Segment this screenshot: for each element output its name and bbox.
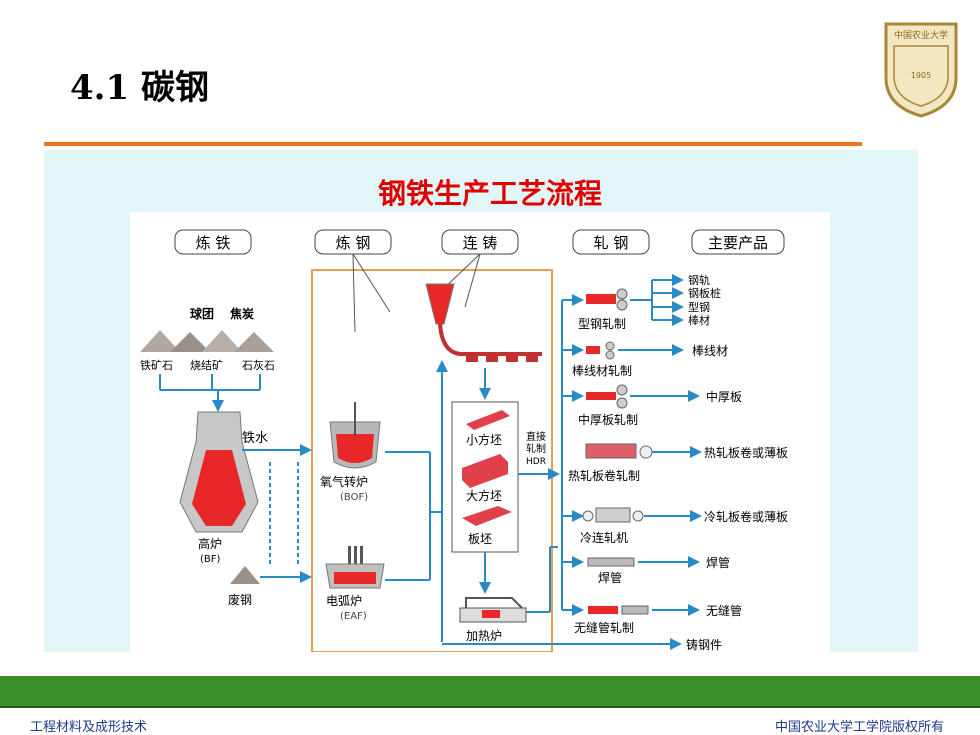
mill-welded-pipe: 焊管 — [598, 570, 622, 585]
reheat-furnace: 加热炉 — [459, 546, 558, 643]
eaf-abbr: (EAF) — [340, 611, 367, 622]
slab-label: 板坯 — [468, 532, 492, 546]
material-pellet: 球团 — [190, 306, 214, 321]
product-cold-coil: 冷轧板卷或薄板 — [704, 509, 788, 524]
products: 钢轨 钢板桩 型钢 棒材 棒线材 中厚板 热轧板卷或薄板 冷轧板卷或薄板 焊管 … — [618, 273, 788, 652]
billet-label: 小方坯 — [466, 432, 502, 447]
logo-text: 中国农业大学 — [894, 29, 948, 41]
blast-furnace: 铁水 高炉 (BF) 废钢 — [179, 411, 312, 607]
diagram-title: 钢铁生产工艺流程 — [377, 177, 602, 210]
oxygen-converter: 氧气转炉 (BOF) — [320, 402, 381, 503]
product-plate: 中厚板 — [706, 389, 742, 404]
stage-steelmaking: 炼 钢 — [336, 234, 371, 252]
stage-products: 主要产品 — [708, 234, 768, 252]
product-sheet-pile: 钢板桩 — [688, 286, 721, 300]
hdr-label: HDR — [526, 457, 546, 467]
rolling-mills: 型钢轧制 棒线材轧制 中厚板轧制 热轧板卷轧制 冷连轧机 焊管 无缝管轧制 — [562, 288, 653, 635]
product-hot-coil: 热轧板卷或薄板 — [704, 445, 788, 460]
footer-bar — [0, 676, 980, 706]
product-bar-wire: 棒线材 — [692, 344, 728, 358]
stage-ironmaking: 炼 铁 — [196, 234, 231, 252]
steel-process-diagram: 炼 铁 炼 钢 连 铸 轧 钢 主要产品 球团 焦炭 铁矿石 烧结矿 石灰石 铁… — [130, 212, 830, 652]
eaf-label: 电弧炉 — [326, 594, 362, 608]
product-section-steel: 型钢 — [688, 300, 710, 314]
mill-bar-wire: 棒线材轧制 — [572, 364, 632, 378]
bf-label: 高炉 — [198, 536, 222, 551]
billet-box: 小方坯 大方坯 板坯 直接 轧制 HDR — [451, 401, 560, 594]
footer-course: 工程材料及成形技术 — [30, 720, 148, 735]
iron-water-label: 铁水 — [242, 431, 268, 446]
stage-headers: 炼 铁 炼 钢 连 铸 轧 钢 主要产品 — [174, 229, 785, 255]
bf-abbr: (BF) — [200, 554, 221, 565]
stage-rolling: 轧 钢 — [594, 234, 629, 252]
university-logo: 中国农业大学 1905 — [884, 22, 958, 118]
raw-materials: 球团 焦炭 铁矿石 烧结矿 石灰石 — [140, 306, 275, 412]
bof-label: 氧气转炉 — [320, 474, 368, 489]
logo-year: 1905 — [911, 71, 931, 80]
mill-hot-strip: 热轧板卷轧制 — [568, 468, 640, 483]
title-underline — [44, 142, 862, 146]
material-limestone: 石灰石 — [242, 358, 275, 372]
product-welded-pipe: 焊管 — [706, 555, 730, 570]
steelmaking-frame — [311, 269, 553, 652]
slide-title: 4.1 碳钢 — [70, 68, 209, 108]
direct-rolling-1: 直接 — [526, 430, 546, 443]
scrap-label: 废钢 — [228, 592, 252, 607]
electric-arc-furnace: 电弧炉 (EAF) — [325, 546, 385, 622]
continuous-caster — [425, 283, 542, 400]
footer-copyright: 中国农业大学工学院版权所有 — [774, 720, 944, 735]
product-casting: 铸钢件 — [686, 637, 722, 652]
product-bar: 棒材 — [688, 313, 710, 327]
direct-rolling-2: 轧制 — [526, 442, 546, 455]
material-iron-ore: 铁矿石 — [140, 359, 173, 372]
mill-seamless: 无缝管轧制 — [574, 620, 634, 635]
reheat-label: 加热炉 — [466, 629, 502, 643]
material-coke: 焦炭 — [229, 306, 254, 321]
stage-casting: 连 铸 — [463, 234, 498, 252]
mill-plate: 中厚板轧制 — [578, 412, 638, 427]
bof-abbr: (BOF) — [340, 492, 368, 503]
footer-line — [0, 706, 980, 708]
material-sinter: 烧结矿 — [190, 359, 223, 372]
bloom-label: 大方坯 — [466, 488, 502, 503]
product-rail: 钢轨 — [688, 273, 710, 287]
mill-section: 型钢轧制 — [578, 317, 626, 331]
mill-cold-tandem: 冷连轧机 — [580, 530, 628, 545]
product-seamless-pipe: 无缝管 — [706, 603, 742, 618]
